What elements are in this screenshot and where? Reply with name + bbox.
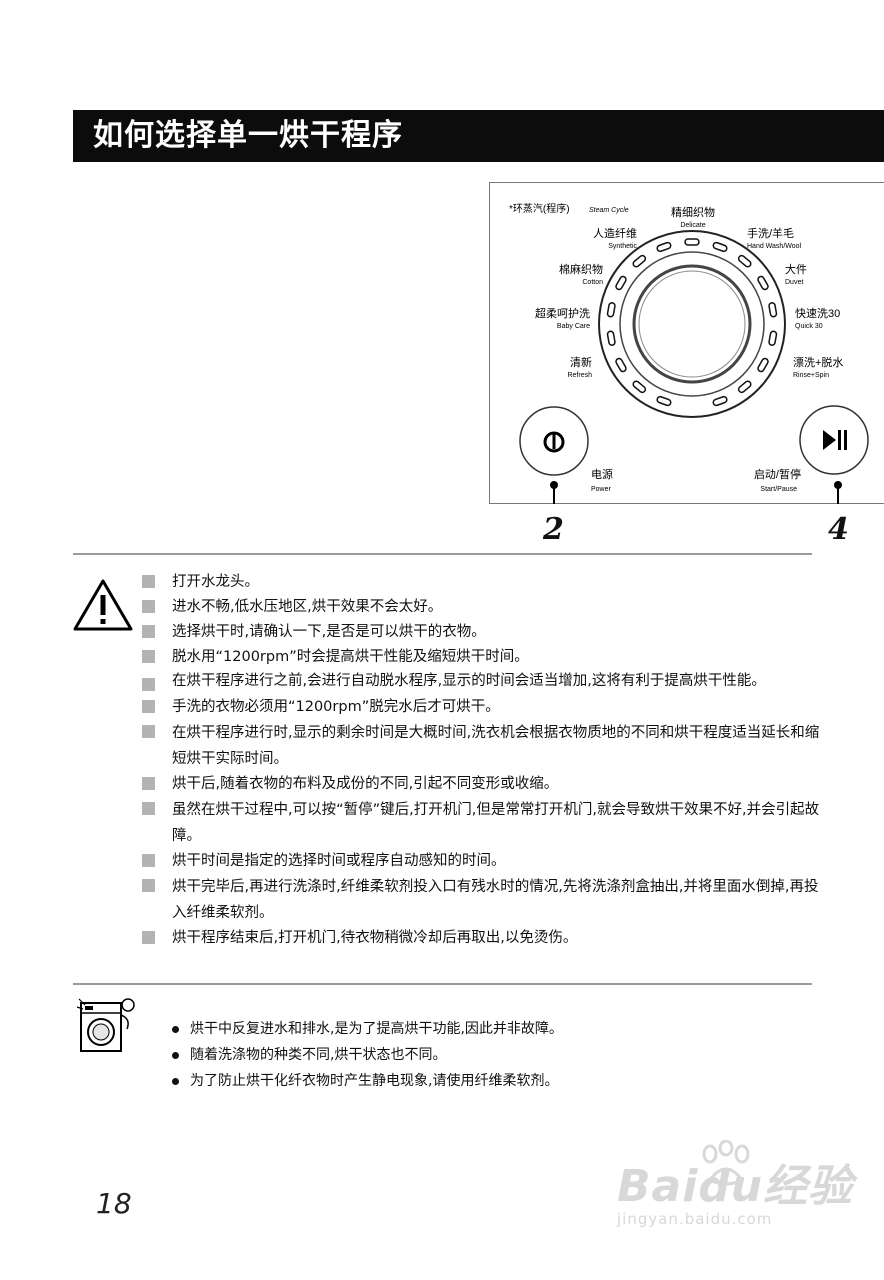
- program-duvet-en: Duvet: [785, 279, 803, 286]
- power-label-en: Power: [591, 486, 612, 493]
- dial-tick: [757, 275, 769, 291]
- caution-list: 打开水龙头。 进水不畅,低水压地区,烘干效果不会太好。 选择烘干时,请确认一下,…: [142, 570, 822, 951]
- caution-item: 烘干时间是指定的选择时间或程序自动感知的时间。: [142, 849, 822, 874]
- dial-tick: [632, 254, 647, 268]
- dial-tick: [757, 357, 769, 373]
- program-baby-care-en: Baby Care: [557, 323, 590, 330]
- caution-item: 选择烘干时,请确认一下,是否是可以烘干的衣物。: [142, 620, 822, 645]
- washer-icon: [76, 998, 135, 1052]
- dial-tick: [656, 241, 672, 253]
- program-baby-care: 超柔呵护洗: [535, 306, 590, 320]
- program-rinse-spin: 漂洗+脱水: [793, 355, 843, 369]
- watermark-logo: Baidu经验: [617, 1161, 854, 1212]
- baidu-paw-icon: [702, 1140, 750, 1186]
- steam-cycle-label-en: Steam Cycle: [589, 207, 629, 214]
- control-panel: *环蒸汽(程序) Steam Cycle 精细织物 Delicate 人造纤维 …: [509, 202, 869, 504]
- note-item: 为了防止烘干化纤衣物时产生静电现象,请使用纤维柔软剂。: [170, 1068, 563, 1094]
- program-dial[interactable]: [598, 230, 786, 418]
- caution-item: 手洗的衣物必须用“1200rpm”脱完水后才可烘干。: [142, 695, 822, 720]
- program-delicate-en: Delicate: [680, 222, 705, 229]
- warning-icon: [73, 579, 133, 631]
- program-synthetic: 人造纤维: [593, 226, 637, 240]
- callout-start-number: 4: [828, 512, 849, 547]
- start-pause-button[interactable]: [799, 405, 869, 475]
- callout-power-number: 2: [543, 512, 564, 547]
- dial-tick: [768, 330, 778, 346]
- power-icon: [543, 431, 565, 453]
- dial-tick: [656, 395, 672, 407]
- caution-item: 脱水用“1200rpm”时会提高烘干性能及缩短烘干时间。: [142, 645, 822, 670]
- notes-divider: [73, 983, 812, 985]
- program-cotton: 棉麻织物: [559, 262, 603, 276]
- caution-item: 打开水龙头。: [142, 570, 822, 595]
- program-quick-30-en: Quick 30: [795, 323, 823, 330]
- caution-item: 在烘干程序进行之前,会进行自动脱水程序,显示的时间会适当增加,这将有利于提高烘干…: [142, 673, 822, 691]
- power-button[interactable]: [519, 406, 589, 476]
- dial-tick: [684, 238, 700, 246]
- watermark-url: jingyan.baidu.com: [617, 1210, 773, 1228]
- start-label: 启动/暂停: [754, 467, 801, 481]
- dial-tick: [768, 302, 778, 318]
- steam-cycle-label: *环蒸汽(程序): [509, 202, 570, 215]
- dial-tick: [632, 380, 647, 394]
- start-label-en: Start/Pause: [760, 486, 797, 493]
- caution-item: 进水不畅,低水压地区,烘干效果不会太好。: [142, 595, 822, 620]
- dial-tick: [712, 395, 728, 407]
- dial-tick: [737, 254, 752, 268]
- page-number: 18: [96, 1187, 132, 1220]
- dial-tick: [606, 330, 616, 346]
- dial-tick: [737, 380, 752, 394]
- section-divider: [73, 553, 812, 555]
- page-title: 如何选择单一烘干程序: [73, 110, 884, 162]
- dial-tick: [606, 302, 616, 318]
- dial-tick: [615, 275, 627, 291]
- power-label: 电源: [591, 467, 613, 481]
- program-duvet: 大件: [785, 262, 807, 276]
- note-item: 随着洗涤物的种类不同,烘干状态也不同。: [170, 1042, 563, 1068]
- program-delicate: 精细织物: [671, 205, 715, 219]
- watermark: Baidu经验 jingyan.baidu.com: [617, 1150, 853, 1228]
- notes-list: 烘干中反复进水和排水,是为了提高烘干功能,因此并非故障。 随着洗涤物的种类不同,…: [170, 1016, 563, 1094]
- program-hand-wash: 手洗/羊毛: [747, 226, 794, 240]
- caution-item: 烘干程序结束后,打开机门,待衣物稍微冷却后再取出,以免烫伤。: [142, 926, 822, 951]
- program-quick-30: 快速洗30: [795, 307, 840, 320]
- dial-tick: [615, 357, 627, 373]
- caution-item: 烘干后,随着衣物的布料及成份的不同,引起不同变形或收缩。: [142, 772, 822, 797]
- caution-item: 在烘干程序进行时,显示的剩余时间是大概时间,洗衣机会根据衣物质地的不同和烘干程度…: [142, 720, 822, 772]
- play-pause-icon: [823, 430, 847, 450]
- caution-item: 烘干完毕后,再进行洗涤时,纤维柔软剂投入口有残水时的情况,先将洗涤剂盒抽出,并将…: [142, 874, 822, 926]
- program-synthetic-en: Synthetic: [608, 243, 637, 250]
- program-rinse-spin-en: Rinse+Spin: [793, 372, 829, 379]
- program-hand-wash-en: Hand Wash/Wool: [747, 243, 802, 250]
- program-cotton-en: Cotton: [582, 279, 603, 286]
- control-panel-frame: [489, 182, 884, 504]
- program-refresh: 清新: [570, 355, 592, 369]
- program-refresh-en: Refresh: [567, 372, 592, 379]
- dial-tick: [712, 241, 728, 253]
- note-item: 烘干中反复进水和排水,是为了提高烘干功能,因此并非故障。: [170, 1016, 563, 1042]
- caution-item: 虽然在烘干过程中,可以按“暂停”键后,打开机门,但是常常打开机门,就会导致烘干效…: [142, 797, 822, 849]
